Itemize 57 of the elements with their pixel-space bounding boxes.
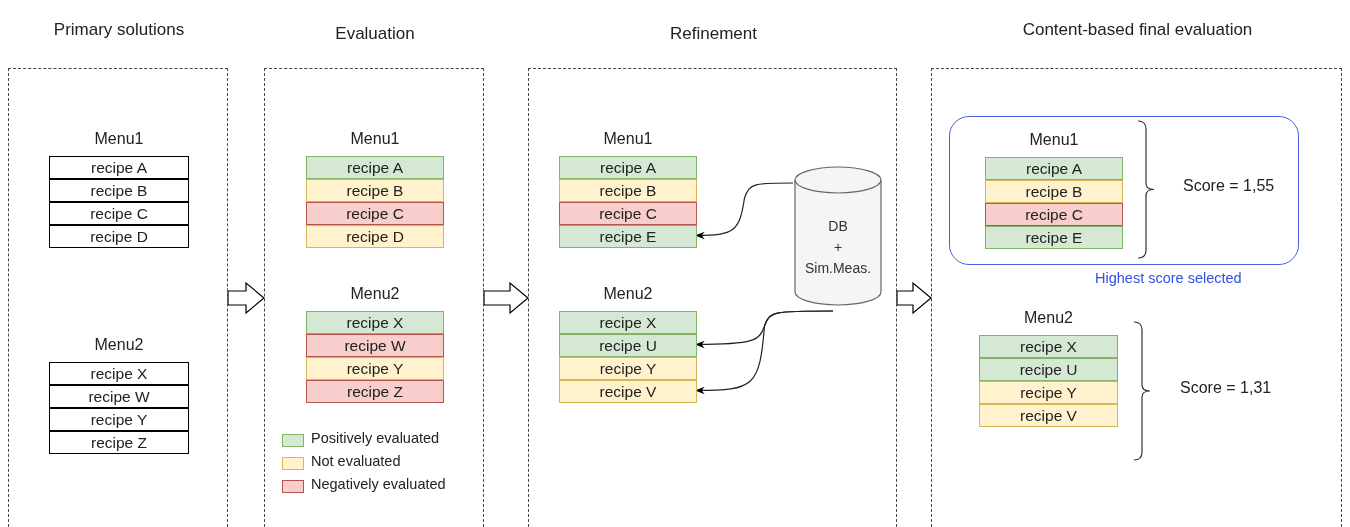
recipe-row: recipe Y	[306, 357, 444, 380]
recipe-row: recipe Z	[49, 431, 189, 454]
menu-title: Menu2	[93, 335, 145, 355]
recipe-row: recipe W	[306, 334, 444, 357]
recipe-row: recipe V	[559, 380, 697, 403]
column-heading: Refinement	[669, 23, 758, 44]
legend-text: Negatively evaluated	[311, 476, 446, 492]
recipe-row: recipe B	[985, 180, 1123, 203]
recipe-row: recipe A	[49, 156, 189, 179]
recipe-row: recipe X	[979, 335, 1118, 358]
recipe-row: recipe E	[559, 225, 697, 248]
recipe-row: recipe U	[979, 358, 1118, 381]
menu-title: Menu1	[602, 129, 654, 149]
score-text: Score = 1,55	[1183, 177, 1275, 195]
recipe-row: recipe X	[306, 311, 444, 334]
legend-text: Positively evaluated	[311, 430, 440, 446]
column-heading: Content-based final evaluation	[1021, 19, 1254, 40]
arrow	[695, 310, 834, 395]
recipe-row: recipe C	[306, 202, 444, 225]
menu-title: Menu1	[1028, 130, 1080, 150]
menu-title: Menu2	[349, 284, 401, 304]
selection-note: Highest score selected	[1095, 270, 1242, 286]
menu-title: Menu2	[1023, 308, 1074, 328]
block-arrow	[896, 281, 932, 315]
recipe-row: recipe Y	[979, 381, 1118, 404]
recipe-row: recipe X	[49, 362, 189, 385]
database-label: DB + Sim.Meas.	[803, 217, 873, 278]
recipe-row: recipe B	[306, 179, 444, 202]
arrow	[695, 182, 794, 240]
recipe-row: recipe Y	[559, 357, 697, 380]
recipe-row: recipe C	[985, 203, 1123, 226]
recipe-row: recipe C	[49, 202, 189, 225]
score-text: Score = 1,31	[1180, 379, 1272, 397]
menu-title: Menu1	[349, 129, 401, 149]
recipe-row: recipe A	[559, 156, 697, 179]
rounded-frame	[949, 116, 1299, 265]
block-arrow	[227, 281, 265, 315]
recipe-row: recipe D	[306, 225, 444, 248]
column-heading: Evaluation	[334, 23, 416, 44]
recipe-row: recipe Y	[49, 408, 189, 431]
recipe-row: recipe B	[49, 179, 189, 202]
recipe-row: recipe X	[559, 311, 697, 334]
recipe-row: recipe A	[985, 157, 1123, 180]
recipe-row: recipe C	[559, 202, 697, 225]
menu-title: Menu1	[93, 129, 145, 149]
menu-title: Menu2	[602, 284, 654, 304]
recipe-row: recipe U	[559, 334, 697, 357]
legend-text: Not evaluated	[311, 453, 401, 469]
column-heading: Primary solutions	[52, 19, 186, 40]
recipe-row: recipe A	[306, 156, 444, 179]
recipe-row: recipe W	[49, 385, 189, 408]
recipe-row: recipe D	[49, 225, 189, 248]
block-arrow	[483, 281, 529, 315]
recipe-row: recipe B	[559, 179, 697, 202]
recipe-row: recipe Z	[306, 380, 444, 403]
recipe-row: recipe V	[979, 404, 1118, 427]
recipe-row: recipe E	[985, 226, 1123, 249]
